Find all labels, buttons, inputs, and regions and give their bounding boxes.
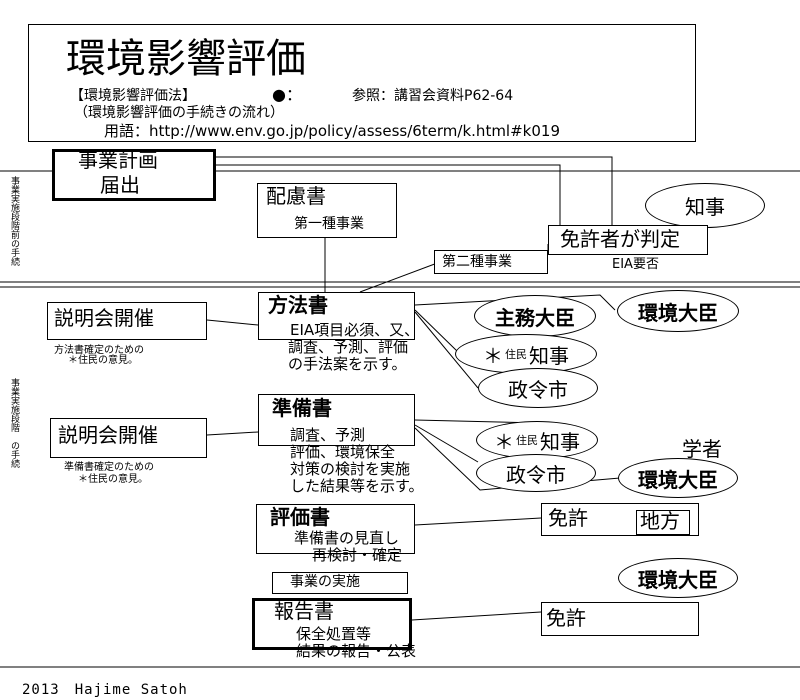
briefing2-note-1: 準備書確定のための <box>64 462 154 473</box>
page-title: 環境影響評価 <box>66 36 306 82</box>
reference-label: 参照：講習会資料P62-64 <box>352 88 514 104</box>
scholar-label: 学者 <box>682 437 722 461</box>
line-junbi-to-seirei2 <box>414 424 479 463</box>
env-minister-label-1: 環境大臣 <box>638 300 718 325</box>
line-briefing2-to-junbi <box>206 431 259 436</box>
hyoka-label: 評価書 <box>270 505 330 529</box>
header-box <box>28 24 696 142</box>
designated-city-label-2: 政令市 <box>506 462 566 487</box>
footer-credit: 2013 Hajime Satoh <box>22 682 188 698</box>
designated-city-label-1: 政令市 <box>508 377 568 402</box>
glossary-link[interactable]: 用語：http://www.env.go.jp/policy/assess/6t… <box>104 122 560 140</box>
local-label: 地方 <box>640 509 680 533</box>
resident-small-1: 住民 <box>505 348 527 361</box>
line-plan-to-judge <box>215 156 613 225</box>
plan-label: 事業計画 <box>78 148 158 172</box>
briefing2-label: 説明会開催 <box>58 423 158 447</box>
env-minister-oval-2: 環境大臣 <box>618 458 738 498</box>
local-box <box>636 510 690 535</box>
governor-label: 知事 <box>685 195 725 219</box>
briefing2-box <box>50 418 207 458</box>
hyoka-desc-1: 準備書の見直し <box>294 529 400 547</box>
junbi-desc-1: 調査、予測 <box>290 426 366 444</box>
line-hyoka-to-menkyo1 <box>414 517 542 526</box>
license-label-2: 免許 <box>546 606 586 630</box>
resident-small-2: 住民 <box>516 434 538 447</box>
type2-box <box>434 250 548 274</box>
briefing1-note-1: 方法書確定のための <box>54 345 144 356</box>
briefing1-box <box>47 302 207 340</box>
briefing1-label: 説明会開催 <box>54 306 154 330</box>
type2-label: 第二種事業 <box>442 254 512 270</box>
resident-governor-oval-2: ＊ 住民 知事 <box>476 421 598 459</box>
side-label-during: 事業実施段階 の手続 <box>9 378 19 468</box>
hyoka-box <box>256 504 415 554</box>
report-desc-2: 結果の報告・公表 <box>296 642 417 660</box>
hairyo-label: 配慮書 <box>266 184 326 208</box>
line-type2-to-method <box>359 261 441 293</box>
resident-mark-2: ＊ <box>494 429 514 454</box>
method-desc-3: の手法案を示す。 <box>288 355 407 373</box>
method-desc-2: 調査、予測、評価 <box>288 338 409 356</box>
line-briefing1-to-method <box>206 319 259 326</box>
env-minister-oval-1: 環境大臣 <box>617 290 739 332</box>
license-judge-label: 免許者が判定 <box>560 227 680 251</box>
line-method-to-jumin1 <box>414 309 459 353</box>
resident-governor-label-1: 知事 <box>529 343 569 368</box>
implementation-box <box>272 572 408 594</box>
resident-governor-label-2: 知事 <box>540 429 580 454</box>
briefing1-note-2: ＊住民の意見。 <box>68 355 138 366</box>
junbi-label: 準備書 <box>272 396 332 420</box>
marker-label: ●： <box>272 85 302 104</box>
competent-minister-label: 主務大臣 <box>495 305 575 330</box>
line-method-to-shumu <box>414 294 616 311</box>
method-desc-1: EIA項目必須、又、 <box>290 321 420 339</box>
competent-minister-oval: 主務大臣 <box>474 295 596 337</box>
hyoka-desc-2: 再検討・確定 <box>312 546 403 564</box>
subtitle-label: （環境影響評価の手続きの流れ） <box>74 105 284 121</box>
report-label: 報告書 <box>274 599 334 623</box>
junbi-desc-3: 対策の検討を実施 <box>290 460 411 478</box>
method-box <box>258 292 415 340</box>
license-judge-box <box>548 225 708 255</box>
line-method-to-seirei1 <box>414 311 479 389</box>
env-minister-label-2: 環境大臣 <box>638 467 718 492</box>
report-desc-1: 保全処置等 <box>296 625 372 643</box>
license-box-2 <box>541 602 699 636</box>
briefing2-note-2: ＊住民の意見。 <box>78 474 148 485</box>
line-hokoku-to-menkyo2 <box>411 611 542 621</box>
junbi-desc-4: した結果等を示す。 <box>290 477 424 495</box>
license-label-1: 免許 <box>548 506 588 530</box>
eia-need-label: EIA要否 <box>612 257 659 272</box>
junbi-box <box>258 394 415 446</box>
env-minister-label-3: 環境大臣 <box>638 567 718 592</box>
env-minister-oval-3: 環境大臣 <box>618 558 738 598</box>
designated-city-oval-1: 政令市 <box>478 368 598 408</box>
line-plan-to-judge-2 <box>215 164 561 225</box>
implementation-label: 事業の実施 <box>290 574 360 590</box>
junbi-desc-2: 評価、環境保全 <box>290 443 396 461</box>
report-box <box>252 598 412 650</box>
plan-box <box>52 149 216 201</box>
governor-oval: 知事 <box>645 183 765 228</box>
type1-label: 第一種事業 <box>294 216 364 232</box>
resident-governor-oval-1: ＊ 住民 知事 <box>455 334 597 374</box>
resident-mark-1: ＊ <box>483 343 503 368</box>
method-label: 方法書 <box>268 293 328 317</box>
side-label-before: 事業実施段階前の手続 <box>9 176 19 266</box>
designated-city-oval-2: 政令市 <box>476 454 596 492</box>
plan-notice-label: 届出 <box>100 173 140 197</box>
hairyo-box <box>257 183 397 238</box>
law-label: 【環境影響評価法】 <box>70 88 196 104</box>
